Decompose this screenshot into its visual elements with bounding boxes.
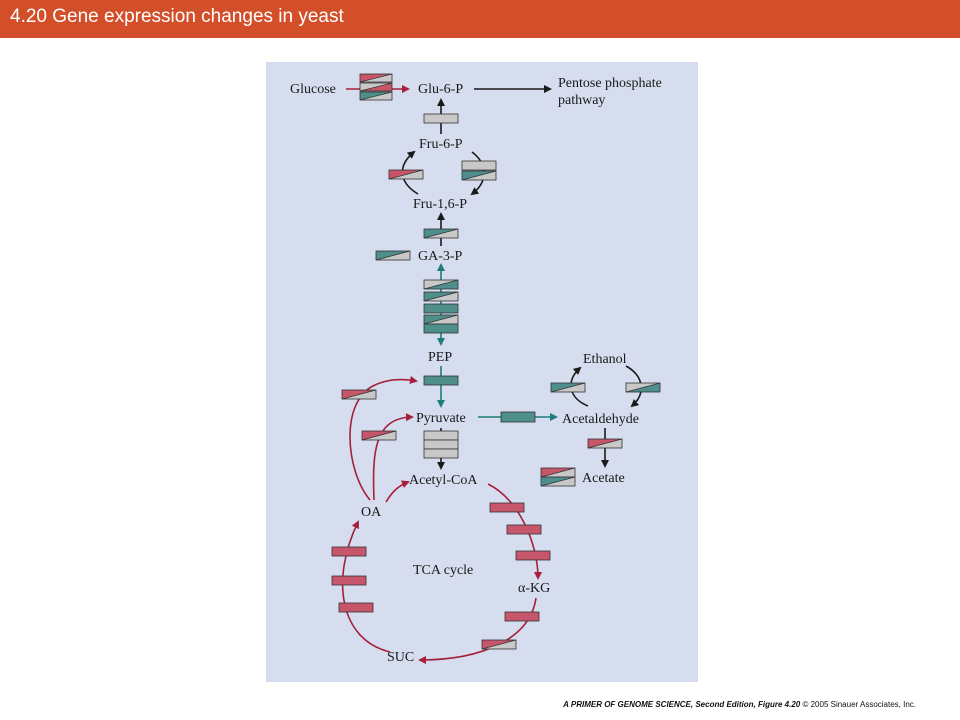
arrow-oa-acetylcoa	[385, 480, 410, 503]
figure-source: A PRIMER OF GENOME SCIENCE, Second Editi…	[563, 700, 801, 709]
expr-box-pgi	[423, 113, 459, 124]
expr-box-pyc	[361, 430, 397, 441]
expr-box-glycolysis-2	[423, 291, 459, 302]
label-ga3p: GA-3-P	[418, 249, 463, 264]
label-pep: PEP	[428, 350, 452, 365]
expr-box-tca-4	[504, 611, 540, 622]
label-fru6p: Fru-6-P	[419, 137, 463, 152]
expr-box-acetate-1	[540, 467, 576, 478]
expr-box-aldolase	[423, 228, 459, 239]
label-acetate: Acetate	[582, 471, 625, 486]
expr-box-adh-right	[625, 382, 661, 393]
label-pentose-1: Pentose phosphate	[558, 76, 662, 91]
expr-box-fbp	[388, 169, 424, 180]
expr-box-tca-5	[481, 639, 517, 650]
arrow-suc-oa	[341, 520, 391, 653]
expr-box-pdh-2	[423, 439, 459, 450]
label-pentose-2: pathway	[558, 93, 605, 108]
expr-box-glycolysis-4	[423, 314, 459, 325]
label-suc: SUC	[387, 650, 414, 665]
label-akg: α-KG	[518, 581, 550, 596]
arrow-oa-pyruvate	[372, 413, 414, 501]
expr-box-pdh-3	[423, 448, 459, 459]
expr-box-glycolysis-3	[423, 303, 459, 314]
label-glucose: Glucose	[290, 82, 336, 97]
label-glu6p: Glu-6-P	[418, 82, 463, 97]
label-ethanol: Ethanol	[583, 352, 627, 367]
metabolite-labels: Glucose Glu-6-P Pentose phosphate pathwa…	[290, 76, 662, 665]
label-pyruvate: Pyruvate	[416, 411, 466, 426]
expr-box-glycolysis-5	[423, 323, 459, 334]
expr-box-glucose-3	[359, 91, 393, 101]
expr-box-glycolysis-1	[423, 279, 459, 290]
figure-credit: A PRIMER OF GENOME SCIENCE, Second Editi…	[563, 700, 916, 709]
slide-title: 4.20 Gene expression changes in yeast	[10, 6, 344, 27]
expr-box-tca-6	[331, 546, 367, 557]
expr-box-adh-left	[550, 382, 586, 393]
expr-box-glucose-1	[359, 73, 393, 83]
expr-box-pck	[341, 389, 377, 400]
label-acetylcoa: Acetyl-CoA	[409, 473, 478, 488]
label-acetaldehyde: Acetaldehyde	[562, 412, 639, 427]
copyright: © 2005 Sinauer Associates, Inc.	[802, 700, 916, 709]
expr-box-pfk-2	[461, 170, 497, 181]
expression-boxes	[331, 73, 661, 650]
expr-box-tca-2	[506, 524, 542, 535]
expr-box-pdh-1	[423, 430, 459, 441]
expr-box-tca-7	[331, 575, 367, 586]
expr-box-glucose-2	[359, 82, 393, 92]
expr-box-pdc	[500, 411, 536, 423]
label-fru16p: Fru-1,6-P	[413, 197, 467, 212]
title-bar: 4.20 Gene expression changes in yeast	[0, 0, 960, 38]
expr-box-pyk	[423, 375, 459, 386]
expr-box-pfk-1	[461, 160, 497, 171]
expr-box-tca-1	[489, 502, 525, 513]
expr-box-acetate-2	[540, 476, 576, 487]
arrow-akg-suc	[418, 597, 537, 664]
expr-box-tca-8	[338, 602, 374, 613]
expr-box-ald	[587, 438, 623, 449]
expr-box-tca-3	[515, 550, 551, 561]
label-oa: OA	[361, 505, 382, 520]
expr-box-tpi	[375, 250, 411, 261]
label-tca: TCA cycle	[413, 563, 473, 578]
